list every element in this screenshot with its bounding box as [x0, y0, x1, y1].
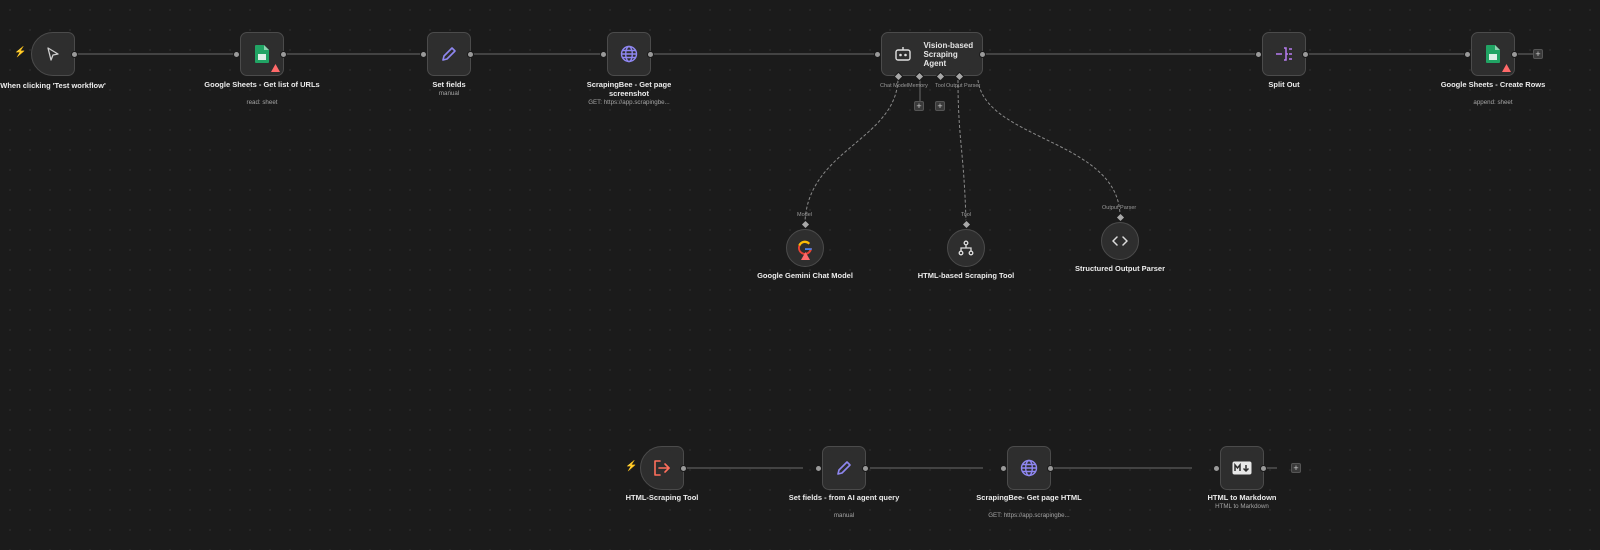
node-title: When clicking 'Test workflow'	[0, 81, 106, 90]
output-port[interactable]	[1302, 51, 1309, 58]
node-title: HTML-based Scraping Tool	[917, 271, 1015, 280]
add-node-button[interactable]: +	[1291, 463, 1301, 473]
port-label: Model	[797, 212, 812, 218]
input-port[interactable]	[1000, 465, 1007, 472]
sitemap-icon	[955, 237, 977, 259]
node-html-scraping-tool[interactable]	[947, 229, 985, 267]
node-subtitle: read: sheet	[246, 99, 278, 106]
output-port[interactable]	[467, 51, 474, 58]
node-title: Google Gemini Chat Model	[757, 271, 853, 280]
markdown-icon	[1231, 457, 1253, 479]
google-sheets-icon	[251, 43, 273, 65]
output-port[interactable]	[1260, 465, 1267, 472]
node-subtitle: manual	[833, 512, 855, 519]
add-memory-button[interactable]: +	[914, 101, 924, 111]
node-ai-agent[interactable]: Vision-based Scraping Agent	[881, 32, 983, 76]
node-title: HTML-Scraping Tool	[625, 493, 699, 502]
node-title: Google Sheets - Get list of URLs	[204, 80, 320, 89]
input-port[interactable]	[1213, 465, 1220, 472]
globe-icon	[618, 43, 640, 65]
input-port[interactable]	[874, 51, 881, 58]
input-port[interactable]	[420, 51, 427, 58]
sign-in-icon	[651, 457, 673, 479]
input-port[interactable]	[233, 51, 240, 58]
node-scrapingbee-html[interactable]	[1007, 446, 1051, 490]
node-google-gemini[interactable]	[786, 229, 824, 267]
input-port[interactable]	[1255, 51, 1262, 58]
globe-icon	[1018, 457, 1040, 479]
port-label: Output Parser	[1102, 205, 1137, 211]
input-port[interactable]	[600, 51, 607, 58]
code-brackets-icon	[1109, 230, 1131, 252]
node-title: Set fields	[432, 80, 466, 89]
node-title: Structured Output Parser	[1074, 264, 1165, 273]
node-title: Google Sheets - Create Rows	[1440, 80, 1546, 89]
node-subtitle: manual	[438, 90, 460, 97]
output-port[interactable]	[979, 51, 986, 58]
node-set-fields-agent[interactable]	[822, 446, 866, 490]
node-split-out[interactable]	[1262, 32, 1306, 76]
trigger-bolt-icon: ⚡	[625, 461, 638, 472]
node-title: Vision-based Scraping Agent	[923, 40, 974, 68]
port-label: Memory	[908, 83, 928, 89]
node-subtitle: GET: https://app.scrapingbe...	[988, 512, 1070, 519]
node-structured-output-parser[interactable]	[1101, 222, 1139, 260]
node-title: HTML to Markdown	[1207, 493, 1277, 502]
port-label: Tool	[961, 212, 972, 218]
warning-icon	[271, 64, 280, 72]
google-sheets-icon	[1482, 43, 1504, 65]
node-title: ScrapingBee - Get page screenshot	[586, 80, 672, 98]
trigger-bolt-icon: ⚡	[14, 47, 27, 58]
output-port[interactable]	[71, 51, 78, 58]
input-port[interactable]	[1464, 51, 1471, 58]
port-label: Output Parser	[946, 83, 981, 89]
node-execute-workflow-trigger[interactable]	[640, 446, 684, 490]
output-port[interactable]	[862, 465, 869, 472]
warning-icon	[1502, 64, 1511, 72]
split-icon	[1273, 43, 1295, 65]
node-subtitle: HTML to Markdown	[1215, 503, 1269, 510]
node-subtitle: append: sheet	[1473, 99, 1513, 106]
port-label: Tool	[935, 83, 946, 89]
output-port[interactable]	[680, 465, 687, 472]
cursor-icon	[42, 43, 64, 65]
output-port[interactable]	[1511, 51, 1518, 58]
port-label: Chat Model	[880, 83, 909, 89]
input-port[interactable]	[815, 465, 822, 472]
output-port[interactable]	[1047, 465, 1054, 472]
add-node-button[interactable]: +	[1533, 49, 1543, 59]
node-subtitle: GET: https://app.scrapingbe...	[588, 99, 670, 106]
pencil-icon	[438, 43, 460, 65]
node-title: Set fields - from AI agent query	[788, 493, 900, 502]
add-tool-button[interactable]: +	[935, 101, 945, 111]
output-port[interactable]	[647, 51, 654, 58]
node-title: Split Out	[1268, 80, 1300, 89]
warning-icon	[801, 252, 810, 260]
node-scrapingbee-screenshot[interactable]	[607, 32, 651, 76]
pencil-icon	[833, 457, 855, 479]
node-title: ScrapingBee- Get page HTML	[976, 493, 1082, 502]
google-g-icon	[794, 237, 816, 259]
robot-icon	[892, 43, 913, 65]
node-html-to-markdown[interactable]	[1220, 446, 1264, 490]
node-set-fields[interactable]	[427, 32, 471, 76]
node-manual-trigger[interactable]	[31, 32, 75, 76]
output-port[interactable]	[280, 51, 287, 58]
